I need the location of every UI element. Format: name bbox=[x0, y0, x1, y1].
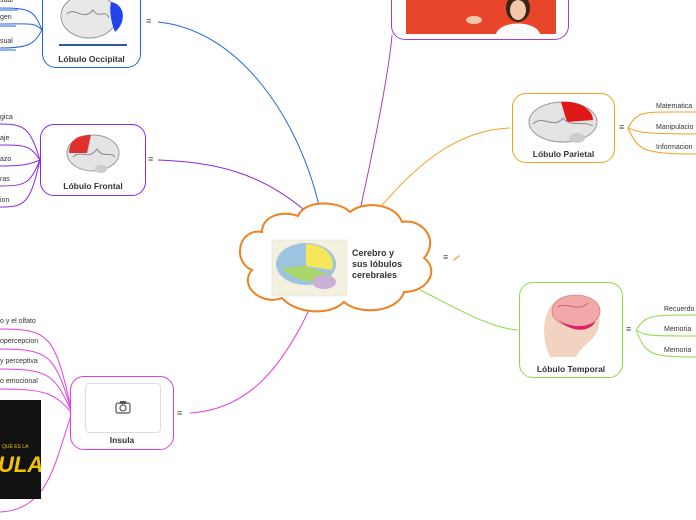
occipital-menu-icon[interactable]: ≡ bbox=[146, 16, 152, 26]
occipital-label: Lóbulo Occipital bbox=[58, 54, 125, 64]
temporal-leaf-1[interactable]: Recuerdo bbox=[664, 306, 695, 313]
connector-occipital bbox=[157, 21, 321, 211]
occipital-leaf-2[interactable]: gen bbox=[0, 14, 12, 21]
insula-menu-icon[interactable]: ≡ bbox=[177, 408, 183, 418]
parietal-leaf-lines bbox=[627, 111, 696, 155]
parietal-leaf-1[interactable]: Matematica bbox=[656, 103, 693, 110]
insula-leaf-4[interactable]: o emocional bbox=[0, 378, 38, 385]
central-title[interactable]: Cerebro y sus lóbulos cerebrales bbox=[352, 248, 402, 281]
image-placeholder bbox=[85, 383, 161, 433]
frontal-leaf-2[interactable]: aje bbox=[0, 135, 10, 142]
node-lobulo-frontal[interactable]: Lóbulo Frontal bbox=[40, 124, 146, 196]
connector-frontal bbox=[157, 159, 311, 216]
node-lobulo-parietal[interactable]: Lóbulo Parietal bbox=[512, 93, 615, 163]
connector-parietal bbox=[377, 127, 511, 211]
insula-leaf-1[interactable]: o y el olfato bbox=[0, 318, 36, 325]
connector-temporal bbox=[419, 289, 519, 331]
node-lobulo-occipital[interactable]: Lóbulo Occipital bbox=[42, 0, 141, 68]
temporal-label: Lóbulo Temporal bbox=[536, 364, 606, 374]
thumbnail-text-small: QUÉ ES LA bbox=[2, 444, 29, 450]
frontal-leaf-lines bbox=[0, 123, 41, 208]
brain-temporal-image bbox=[544, 294, 601, 357]
brain-frontal-image bbox=[66, 134, 120, 173]
parietal-menu-icon[interactable]: ≡ bbox=[619, 122, 625, 132]
node-lobulo-temporal[interactable]: Lóbulo Temporal bbox=[519, 282, 623, 378]
connector-top-right bbox=[359, 34, 393, 211]
node-top-right[interactable] bbox=[391, 0, 569, 40]
pencil-icon[interactable] bbox=[451, 254, 461, 262]
parietal-label: Lóbulo Parietal bbox=[532, 149, 595, 159]
occipital-leaf-3[interactable]: sual bbox=[0, 38, 13, 45]
presenter-photo bbox=[466, 0, 540, 34]
central-brain-image bbox=[271, 239, 348, 297]
insula-label: Insula bbox=[109, 435, 135, 445]
central-title-line3: cerebrales bbox=[352, 270, 398, 280]
frontal-leaf-4[interactable]: ras bbox=[0, 176, 10, 183]
central-title-line1: Cerebro y bbox=[352, 248, 395, 258]
temporal-leaf-3[interactable]: Memoria bbox=[664, 347, 692, 354]
temporal-leaf-lines bbox=[635, 314, 696, 358]
insula-leaf-lines bbox=[0, 328, 73, 513]
frontal-leaf-3[interactable]: azo bbox=[0, 156, 12, 163]
video-thumbnail-top[interactable] bbox=[406, 0, 556, 34]
connector-insula bbox=[189, 289, 319, 414]
frontal-label: Lóbulo Frontal bbox=[63, 181, 123, 191]
camera-icon bbox=[115, 401, 131, 414]
frontal-leaf-1[interactable]: gica bbox=[0, 114, 13, 121]
insula-video-thumbnail[interactable]: QUÉ ES LA ULA? bbox=[0, 400, 41, 499]
frontal-leaf-5[interactable]: ion bbox=[0, 197, 10, 204]
occipital-leaf-1[interactable]: sual bbox=[0, 0, 13, 4]
parietal-leaf-2[interactable]: Manipulacio bbox=[656, 124, 694, 131]
temporal-menu-icon[interactable]: ≡ bbox=[626, 324, 632, 334]
temporal-leaf-2[interactable]: Memoria bbox=[664, 326, 692, 333]
insula-leaf-2[interactable]: opercepcion bbox=[0, 338, 39, 345]
central-menu-icon[interactable]: ≡ bbox=[443, 252, 449, 262]
central-title-line2: sus lóbulos bbox=[352, 259, 403, 269]
node-insula[interactable]: Insula bbox=[70, 376, 174, 450]
occipital-leaf-lines bbox=[0, 7, 43, 51]
brain-parietal-image bbox=[528, 101, 598, 143]
thumbnail-text-large: ULA? bbox=[0, 452, 41, 477]
frontal-menu-icon[interactable]: ≡ bbox=[148, 154, 154, 164]
insula-leaf-3[interactable]: y perceptiva bbox=[0, 358, 38, 365]
brain-occipital-image bbox=[59, 0, 127, 46]
parietal-leaf-3[interactable]: Informacion bbox=[656, 144, 693, 151]
